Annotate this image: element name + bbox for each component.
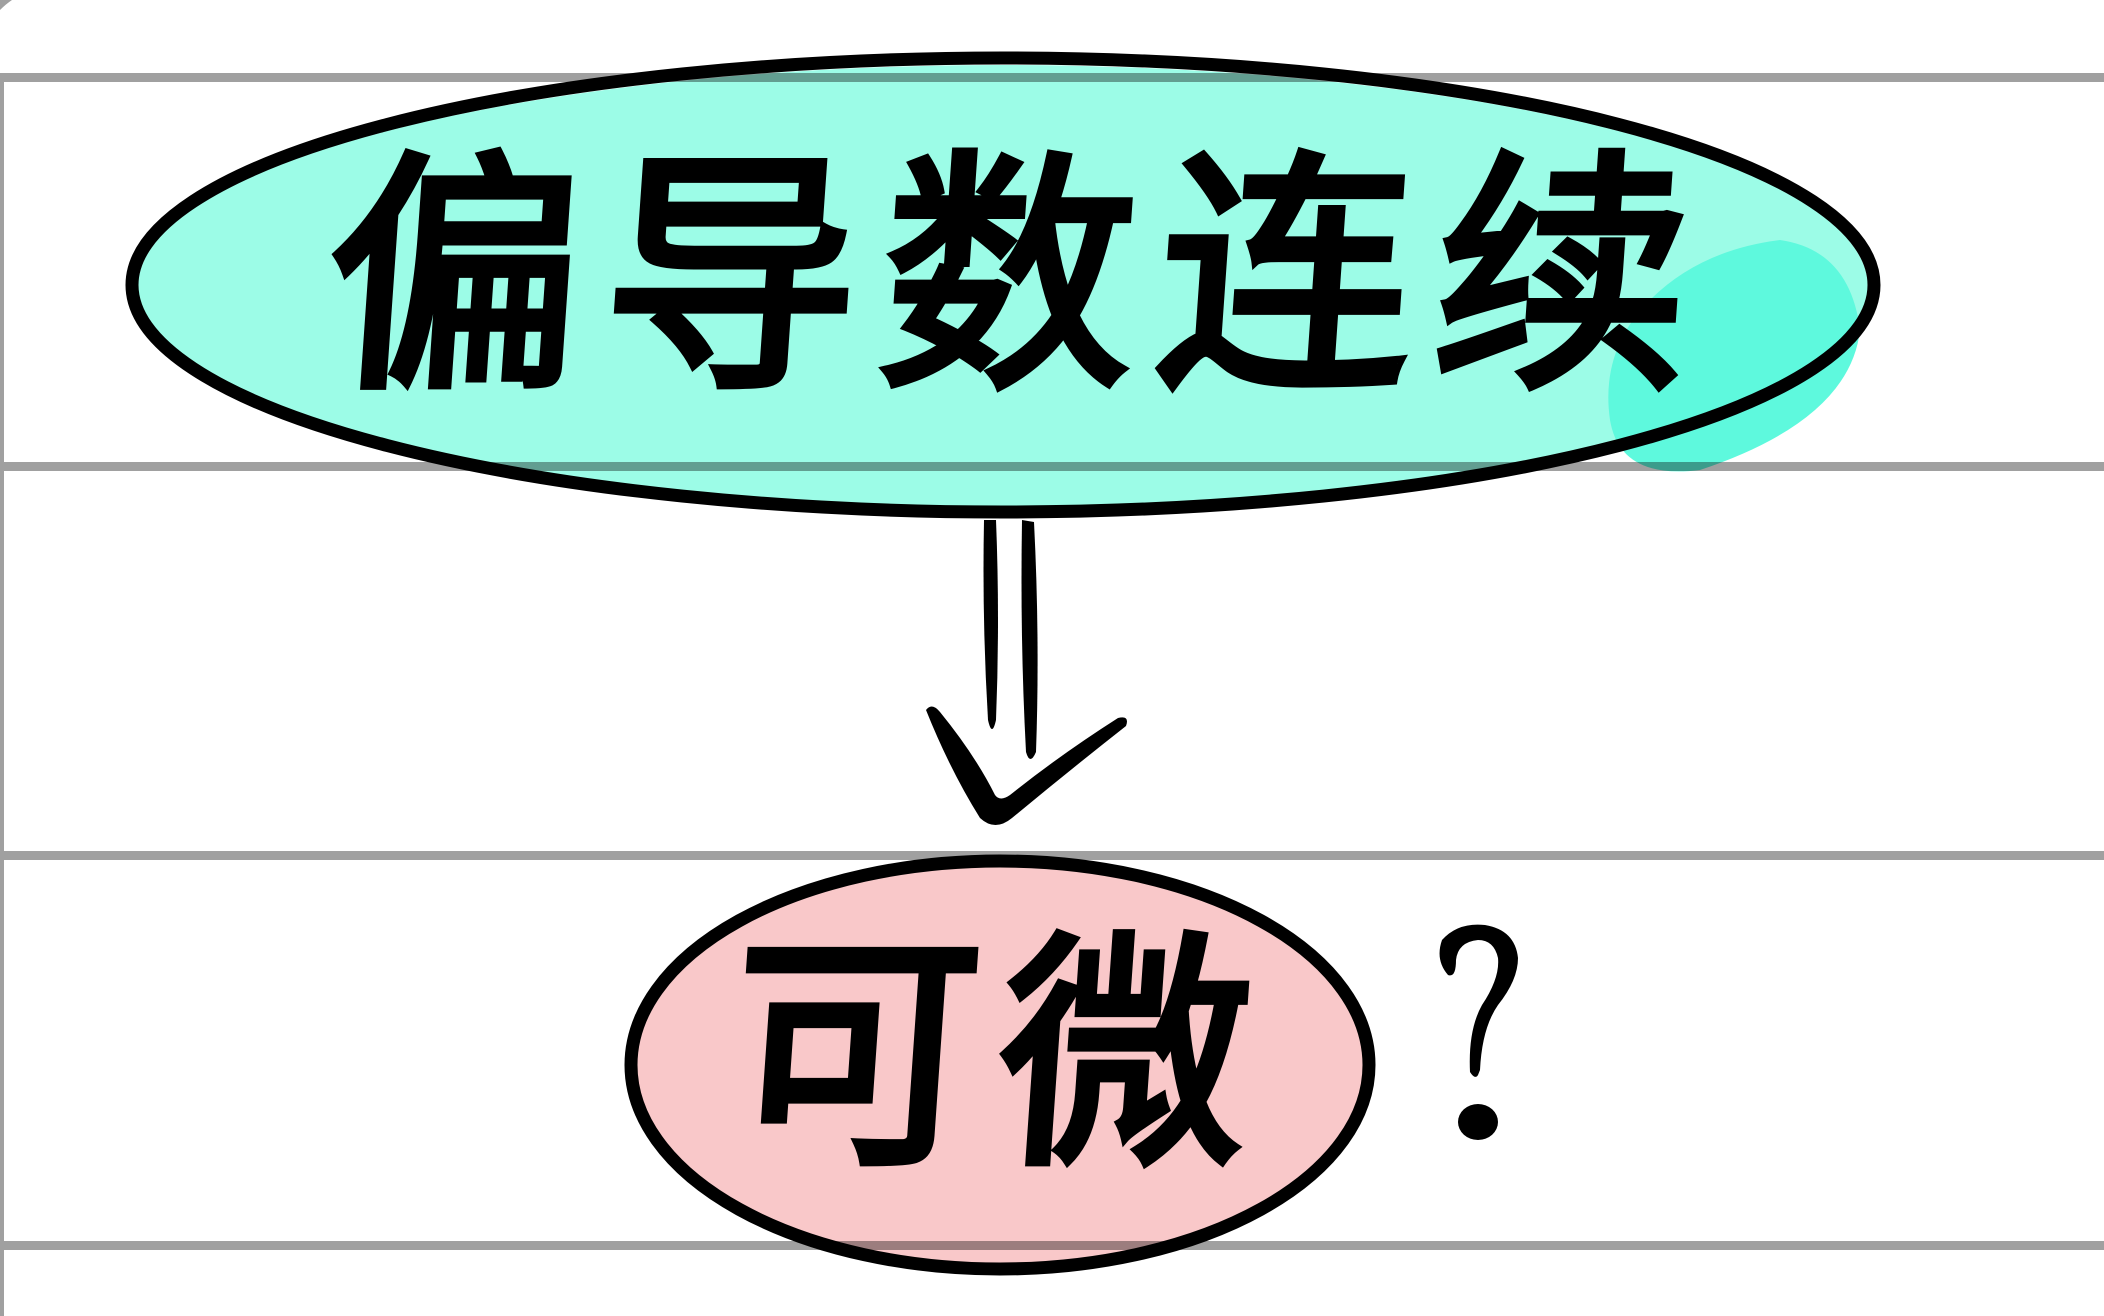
conclusion-label: 可微 xyxy=(719,908,1281,1202)
corner-arc xyxy=(0,0,12,10)
arrow-shaft-right xyxy=(1021,520,1038,759)
rule-line-2 xyxy=(0,462,2104,471)
question-mark-curve xyxy=(1439,924,1518,1077)
arrow-shaft-left xyxy=(983,520,998,729)
rule-line-3 xyxy=(0,851,2104,860)
question-mark-icon xyxy=(1439,924,1518,1140)
rule-line-4 xyxy=(0,1241,2104,1250)
premise-label: 偏导数连续 xyxy=(317,128,1723,427)
question-mark-dot xyxy=(1458,1104,1498,1140)
premise-ellipse-fill xyxy=(138,65,1868,509)
premise-highlight xyxy=(1608,240,1860,472)
conclusion-ellipse-fill xyxy=(630,859,1374,1267)
premise-ellipse-outline xyxy=(125,51,1881,519)
arrow-head xyxy=(926,706,1127,825)
rule-line-1 xyxy=(0,73,2104,82)
conclusion-ellipse-outline xyxy=(624,854,1376,1276)
implies-arrow-icon xyxy=(926,520,1127,825)
left-margin-border xyxy=(0,73,4,1316)
